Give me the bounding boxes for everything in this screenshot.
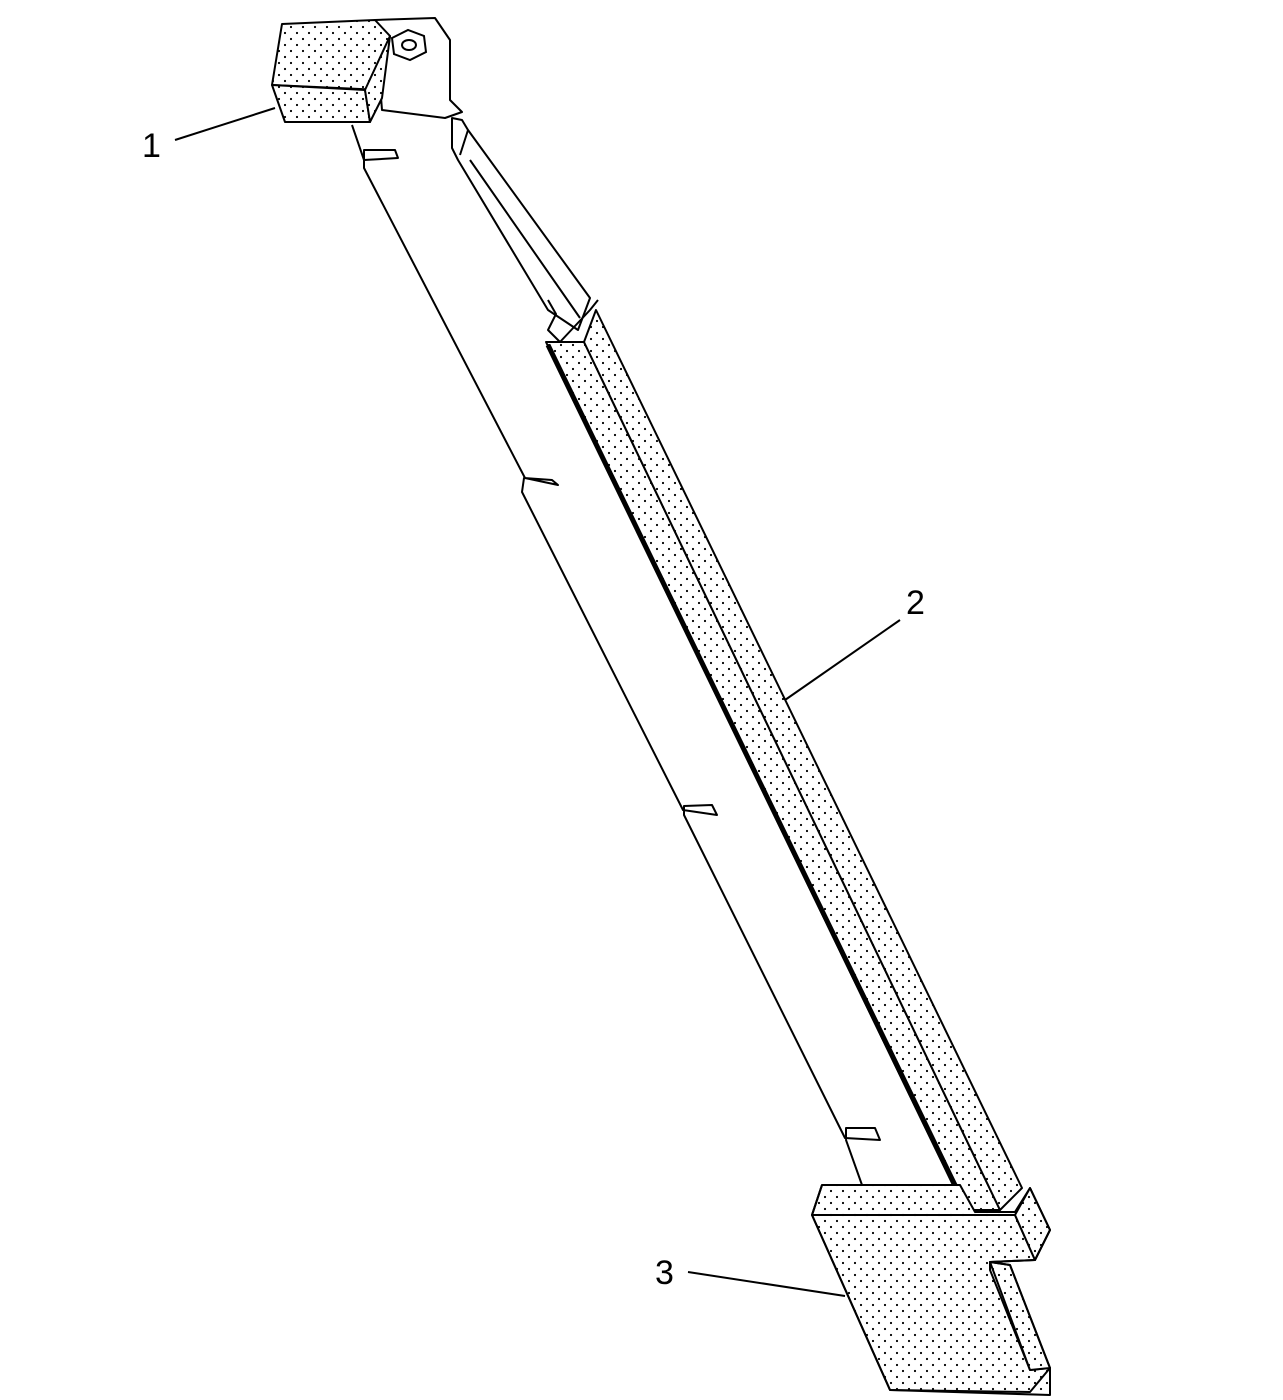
foam-strip-dark-edge (545, 343, 971, 1214)
bracket (351, 17, 881, 1186)
callout-leaders (174, 107, 901, 1297)
foam-strip (545, 309, 1023, 1214)
bracket-upper-channel (451, 117, 591, 331)
callout-label-1: 1 (142, 127, 161, 165)
foam-block-outline (811, 1184, 1051, 1393)
foam-top-front-face (271, 84, 371, 123)
foam-block-bottom (811, 1184, 1051, 1396)
bracket-upper-channel-inner (459, 129, 581, 319)
leader-2 (784, 619, 901, 701)
foam-strip-front-face (545, 341, 1001, 1211)
bracket-neck (547, 299, 599, 343)
bracket-strip-left-edge (351, 124, 881, 1186)
foam-top-side-face (364, 35, 391, 123)
leader-1 (174, 107, 276, 141)
callout-label-2: 2 (906, 584, 925, 622)
hex-nut-icon (390, 28, 428, 62)
foam-strip-side-face (583, 309, 1023, 1211)
leader-3 (687, 1271, 846, 1297)
foam-block-top (271, 19, 391, 123)
callout-label-3: 3 (655, 1254, 674, 1292)
